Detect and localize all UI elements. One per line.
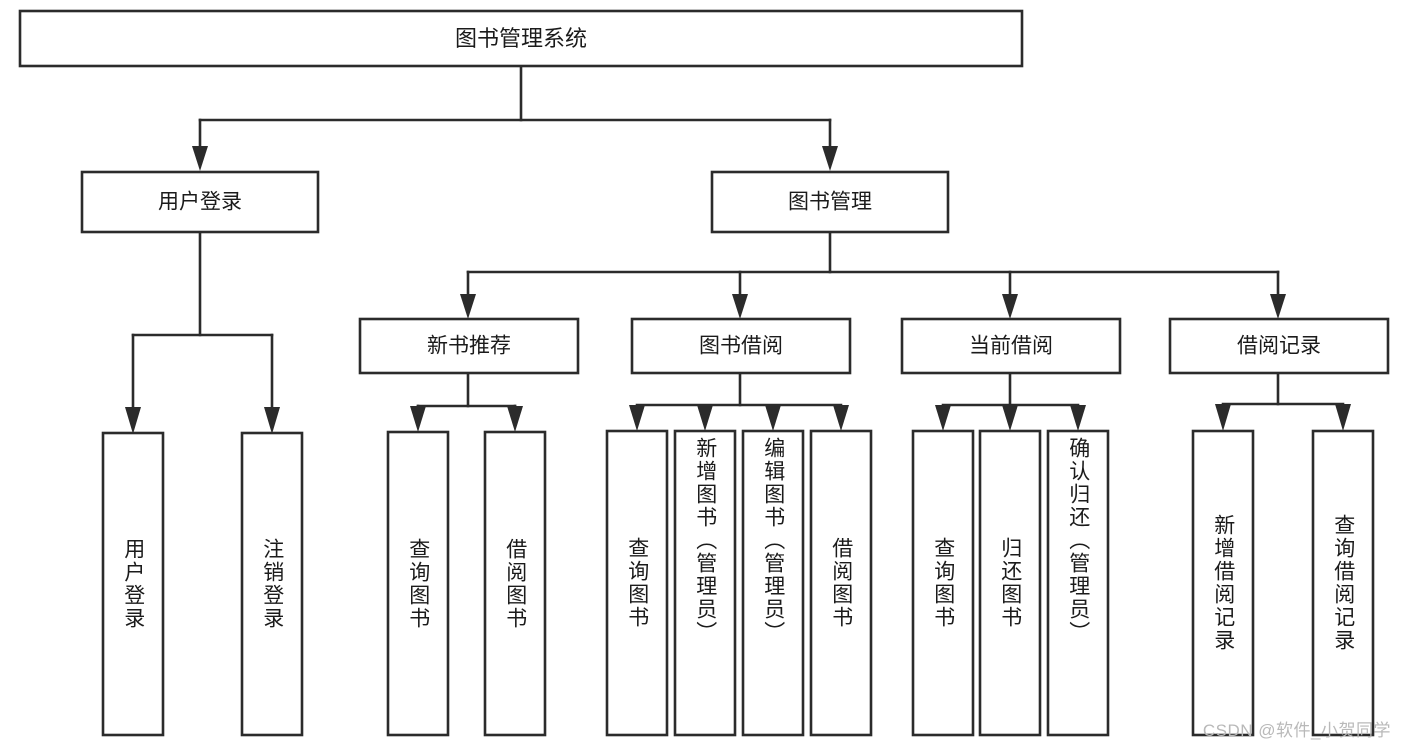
node-box-leaf-user-login[interactable] (101, 431, 165, 737)
node-label-new-book-recommend: 新书推荐 (427, 335, 511, 358)
arrow-head-leaf-user-login (125, 407, 141, 434)
arrow-head-leaf-query-record (1335, 404, 1351, 431)
node-box-leaf-edit-book[interactable] (741, 429, 805, 737)
node-box-leaf-query-book-1[interactable] (386, 430, 450, 737)
node-box-new-book-recommend[interactable] (358, 317, 580, 375)
arrow-head-user-login (192, 146, 208, 171)
node-box-leaf-confirm-return[interactable] (1046, 429, 1110, 737)
node-box-book-manage[interactable] (710, 170, 950, 234)
node-box-leaf-query-record[interactable] (1311, 429, 1375, 737)
arrow-head-leaf-query-book-1 (410, 406, 426, 432)
node-box-root[interactable] (18, 9, 1024, 68)
arrow-head-book-manage (822, 146, 838, 171)
node-label-book-borrow: 图书借阅 (699, 335, 783, 358)
arrow-head-leaf-borrow-book-1 (507, 406, 523, 432)
node-box-leaf-borrow-book-2[interactable] (809, 429, 873, 737)
node-box-leaf-logout[interactable] (240, 431, 304, 737)
arrow-head-leaf-logout (264, 407, 280, 434)
arrow-head-current-borrow (1002, 294, 1018, 319)
arrow-head-leaf-add-record (1215, 404, 1231, 431)
node-label-current-borrow: 当前借阅 (969, 335, 1053, 358)
arrow-head-leaf-edit-book (765, 405, 781, 431)
node-label-book-manage: 图书管理 (788, 191, 872, 214)
node-label-user-login: 用户登录 (158, 191, 242, 214)
arrow-head-leaf-confirm-return (1070, 405, 1086, 431)
node-box-leaf-return-book[interactable] (978, 429, 1042, 737)
arrow-head-leaf-return-book (1002, 405, 1018, 431)
node-box-current-borrow[interactable] (900, 317, 1122, 375)
node-box-book-borrow[interactable] (630, 317, 852, 375)
node-layer: 图书管理系统 用户登录 图书管理 新书推荐 图书借阅 当前借阅 借阅记录 (18, 9, 1390, 737)
node-box-leaf-borrow-book-1[interactable] (483, 430, 547, 737)
node-box-leaf-add-record[interactable] (1191, 429, 1255, 737)
watermark-text: CSDN @软件_小贺同学 (1202, 721, 1391, 740)
arrow-head-new-book-recommend (460, 294, 476, 319)
node-box-leaf-query-book-3[interactable] (911, 429, 975, 737)
arrow-head-leaf-query-book-2 (629, 405, 645, 431)
node-box-leaf-add-book[interactable] (673, 429, 737, 737)
node-box-leaf-query-book-2[interactable] (605, 429, 669, 737)
arrow-head-leaf-borrow-book-2 (833, 405, 849, 431)
arrow-head-leaf-add-book (697, 405, 713, 431)
arrow-head-borrow-record (1270, 294, 1286, 319)
node-box-user-login[interactable] (80, 170, 320, 234)
connector-layer (125, 64, 1351, 434)
node-label-root: 图书管理系统 (455, 26, 587, 51)
node-box-borrow-record[interactable] (1168, 317, 1390, 375)
arrow-head-book-borrow (732, 294, 748, 319)
arrow-head-leaf-query-book-3 (935, 405, 951, 431)
node-label-borrow-record: 借阅记录 (1237, 335, 1321, 358)
